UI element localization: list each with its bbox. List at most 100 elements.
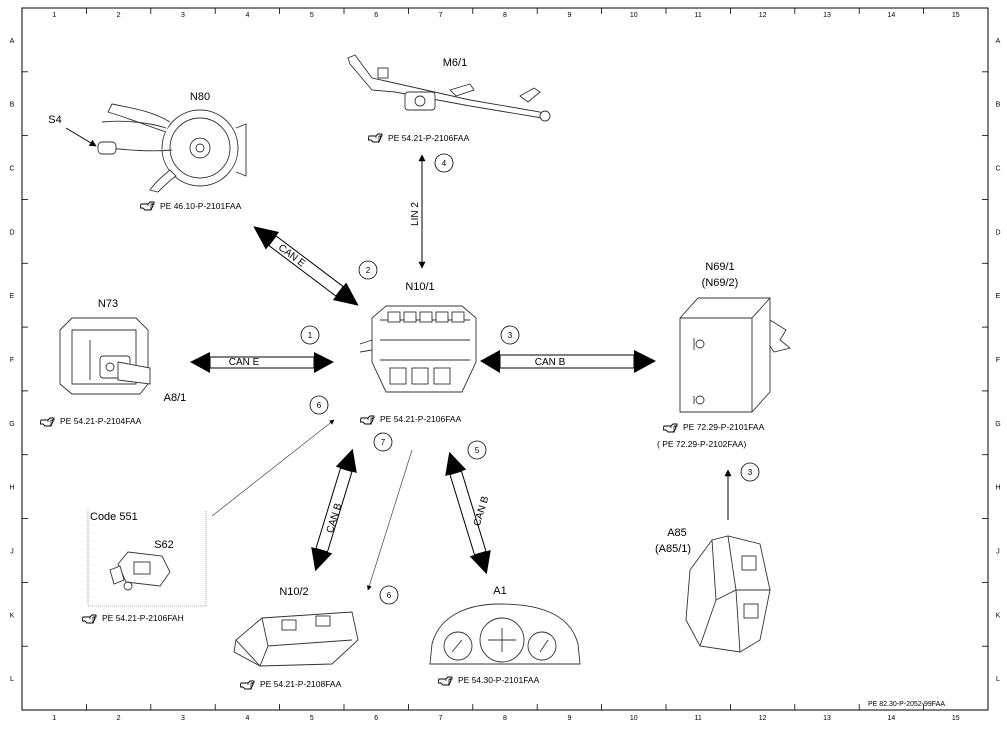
n73-ref-hand-icon: [40, 417, 55, 427]
a1-ref: PE 54.30-P-2101FAA: [458, 675, 540, 685]
grid-column-top-12: 12: [759, 12, 767, 19]
grid-row-left-C: C: [9, 166, 14, 173]
connection-5-bus-label: CAN B: [472, 495, 492, 528]
n10-2-label: N10/2: [279, 586, 308, 598]
s62-ref-hand-icon: [82, 614, 97, 624]
m6-1-ref-hand-icon: [368, 133, 383, 143]
grid-column-top-5: 5: [310, 12, 314, 19]
grid-column-top-3: 3: [181, 12, 185, 19]
grid-column-bottom-11: 11: [695, 715, 702, 722]
grid-row-right-E: E: [996, 293, 1001, 300]
grid-row-left-J: J: [10, 548, 14, 555]
connection-5-number: 5: [475, 446, 480, 455]
grid-row-left-L: L: [10, 676, 14, 683]
connection-3b-number: 3: [748, 468, 753, 477]
a85-label: A85: [667, 527, 687, 539]
code-551-label: Code 551: [90, 511, 138, 523]
grid-column-bottom-1: 1: [52, 715, 56, 722]
grid-column-bottom-15: 15: [952, 715, 960, 722]
grid-column-top-4: 4: [245, 12, 249, 19]
grid-row-left-B: B: [10, 102, 15, 109]
connection-6a-badge: [309, 395, 329, 415]
n10-1-control-unit: [359, 305, 477, 393]
connection-6b-badge: [379, 585, 399, 605]
connection-4-badge: [434, 153, 454, 173]
connection-1-can-e: [190, 352, 334, 373]
connection-7-number: 7: [381, 438, 386, 447]
grid-row-right-C: C: [995, 166, 1000, 173]
s62-switch: [109, 551, 171, 591]
m6-1-label: M6/1: [443, 57, 467, 69]
drawing-code: PE 82.30-P-2052-99FAA: [868, 701, 945, 708]
a85-module: [685, 535, 771, 653]
grid-column-bottom-7: 7: [439, 715, 443, 722]
grid-row-right-A: A: [996, 38, 1001, 45]
grid-column-top-11: 11: [695, 12, 702, 19]
n10-2-ref-hand-icon: [240, 680, 255, 690]
grid-row-right-F: F: [996, 357, 1000, 364]
connection-7-badge: [373, 432, 393, 452]
grid-column-top-13: 13: [823, 12, 831, 19]
grid-column-top-15: 15: [952, 12, 960, 19]
n80-ref: PE 46.10-P-2101FAA: [160, 201, 242, 211]
a85-1-label: (A85/1): [655, 543, 691, 555]
n69-1-label: N69/1: [705, 261, 734, 273]
connection-3-bus-label: CAN B: [535, 357, 566, 368]
grid-row-left-A: A: [10, 38, 15, 45]
a8-1-label: A8/1: [164, 392, 187, 404]
connection-2-number: 2: [366, 266, 371, 275]
grid-column-top-9: 9: [567, 12, 571, 19]
connection-3b-badge: [740, 462, 760, 482]
grid-row-left-F: F: [10, 357, 14, 364]
grid-row-right-D: D: [995, 229, 1000, 236]
grid-row-right-B: B: [996, 102, 1001, 109]
n10-1-ref-hand-icon: [360, 415, 375, 425]
grid-row-left-D: D: [9, 229, 14, 236]
n80-ref-hand-icon: [140, 201, 155, 211]
n80-label: N80: [190, 91, 210, 103]
n69-1-ref: PE 72.29-P-2101FAA: [683, 422, 765, 432]
connection-5-badge: [467, 440, 487, 460]
grid-ruler: 1122334455667788991010111112121313141415…: [9, 8, 1001, 722]
grid-column-bottom-10: 10: [630, 715, 638, 722]
grid-column-bottom-12: 12: [759, 715, 767, 722]
grid-column-top-1: 1: [52, 12, 56, 19]
connection-2-can-e: [253, 226, 359, 306]
grid-row-right-G: G: [995, 421, 1000, 428]
s4-pointer-line: [65, 127, 97, 147]
m6-1-ref: PE 54.21-P-2106FAA: [388, 133, 470, 143]
n10-2-ref: PE 54.21-P-2108FAA: [260, 679, 342, 689]
connection-7-can-b: [311, 448, 357, 572]
a1-ref-hand-icon: [438, 676, 453, 686]
connection-6a-number: 6: [317, 401, 322, 410]
connection-1-badge: [300, 325, 320, 345]
grid-row-left-G: G: [9, 421, 14, 428]
drawing-frame: [21, 7, 989, 711]
grid-column-top-14: 14: [888, 12, 896, 19]
n73-ref: PE 54.21-P-2104FAA: [60, 416, 142, 426]
grid-row-left-K: K: [10, 612, 15, 619]
grid-row-right-J: J: [996, 548, 1000, 555]
a1-label: A1: [493, 585, 506, 597]
connection-2-badge: [358, 260, 378, 280]
grid-column-top-7: 7: [439, 12, 443, 19]
grid-column-bottom-13: 13: [823, 715, 831, 722]
grid-column-top-8: 8: [503, 12, 507, 19]
grid-column-bottom-6: 6: [374, 715, 378, 722]
n10-2-control-unit: [233, 611, 359, 667]
n10-1-ref: PE 54.21-P-2106FAA: [380, 414, 462, 424]
connection-6b-number: 6: [387, 591, 392, 600]
grid-row-left-E: E: [10, 293, 15, 300]
m6-1-wiper-linkage: [347, 54, 551, 122]
connection-1-number: 1: [308, 331, 313, 340]
s62-ref: PE 54.21-P-2106FAH: [102, 613, 184, 623]
grid-column-bottom-5: 5: [310, 715, 314, 722]
n69-1-ref-hand-icon: [663, 423, 678, 433]
grid-row-right-K: K: [996, 612, 1001, 619]
connection-4-number: 4: [442, 159, 447, 168]
n73-label: N73: [98, 298, 118, 310]
grid-column-bottom-2: 2: [117, 715, 121, 722]
s62-label: S62: [154, 539, 174, 551]
grid-column-top-6: 6: [374, 12, 378, 19]
